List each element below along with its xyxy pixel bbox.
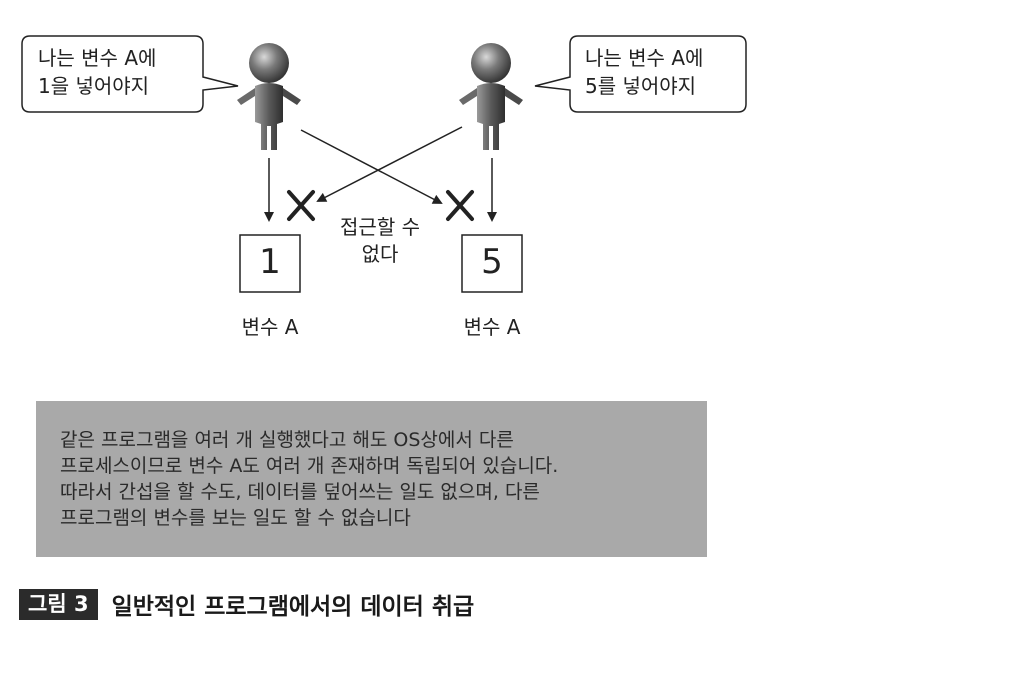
figure-number-badge: 그림 3 [19,588,98,620]
right-bubble-line: 5를 넣어야지 [585,74,697,98]
left-variable-value: 1 [259,242,281,282]
right-variable-value: 5 [481,242,503,282]
note-line: 프로세스이므로 변수 A도 여러 개 존재하며 독립되어 있습니다. [60,455,559,477]
left-variable-label: 변수 A [241,315,299,339]
cross-icon [287,190,315,221]
person-icon [459,43,523,150]
person-icon [237,43,301,150]
note-line: 프로그램의 변수를 보는 일도 할 수 없습니다 [60,507,411,529]
cross-icon [446,190,474,221]
explanation-note: 같은 프로그램을 여러 개 실행했다고 해도 OS상에서 다른 프로세스이므로 … [36,401,707,557]
right-to-left-arrow [316,126,463,202]
right-variable-label: 변수 A [463,315,521,339]
left-bubble-line: 나는 변수 A에 [38,46,157,70]
access-denied-line: 접근할 수 [340,215,420,239]
left-variable-box [239,234,301,293]
arrows [264,126,497,222]
access-denied-label: 접근할 수 없다 [320,214,440,268]
right-bubble-text: 나는 변수 A에 5를 넣어야지 [585,44,703,100]
left-bubble-text: 나는 변수 A에 1을 넣어야지 [38,44,156,100]
left-speech-bubble [21,35,239,113]
left-bubble-line: 1을 넣어야지 [38,74,150,98]
right-bubble-line: 나는 변수 A에 [585,46,704,70]
figure-caption: 그림 3 일반적인 프로그램에서의 데이터 취급 [19,588,474,620]
left-to-right-arrow [300,129,443,204]
right-variable-box [461,234,523,293]
note-line: 같은 프로그램을 여러 개 실행했다고 해도 OS상에서 다른 [60,429,514,451]
access-denied-line: 없다 [361,242,399,266]
process-diagram [21,35,747,293]
figure-title: 일반적인 프로그램에서의 데이터 취급 [111,594,475,620]
right-speech-bubble [534,35,747,113]
note-line: 따라서 간섭을 할 수도, 데이터를 덮어쓰는 일도 없으며, 다른 [60,481,540,503]
